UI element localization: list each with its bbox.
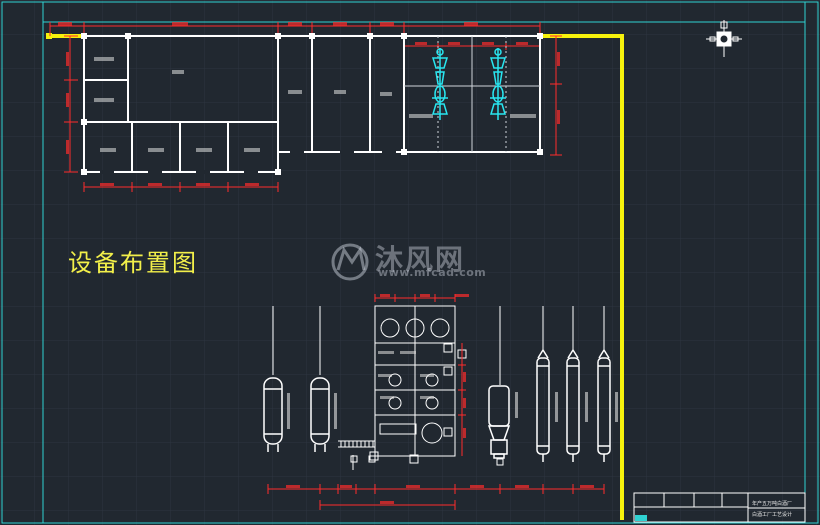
- wall-columns: [81, 33, 543, 175]
- storage-tank-2: [310, 377, 330, 452]
- watermark-text: 沐风网: [375, 243, 466, 276]
- central-frame-labels: [378, 351, 434, 399]
- process-tank: [487, 385, 511, 459]
- elevation-top-dimension: [374, 294, 469, 302]
- north-compass-icon: [706, 20, 742, 57]
- equipment-bay-grid: [404, 36, 540, 152]
- title-block-subject: 白酒工厂工艺设计: [752, 512, 793, 518]
- watermark-logo-icon: [331, 243, 369, 281]
- elevation-pipes: [272, 306, 605, 385]
- column-tank-labels: [555, 392, 618, 422]
- boundary-corner-marker: [46, 33, 52, 39]
- elevation-bottom-dimension: [267, 484, 605, 510]
- column-tank-2: [566, 348, 580, 462]
- distillation-column-right: [489, 48, 507, 120]
- top-dimension-chain: [49, 22, 541, 36]
- conveyor-grating: [338, 440, 375, 470]
- elevation-baseline-markers: [350, 455, 504, 466]
- watermark-url: www.mfcad.com: [378, 266, 487, 279]
- elevation-right-dimension: [458, 343, 466, 456]
- right-dimension-chain: [550, 35, 562, 156]
- column-tank-1: [536, 348, 550, 462]
- room-labels: [94, 57, 536, 152]
- distillation-column-left: [431, 48, 449, 120]
- storage-tank-1: [263, 377, 283, 452]
- tank-side-labels: [287, 393, 337, 429]
- title-block-project: 年产五万吨白酒厂: [752, 501, 793, 507]
- column-tank-3: [597, 348, 611, 462]
- door-gaps: [100, 150, 396, 174]
- left-dimension-chain: [64, 35, 78, 173]
- room-bottom-dimension-chain: [83, 182, 279, 192]
- central-equipment-frame: [369, 305, 467, 464]
- drawing-title: 设备布置图: [68, 249, 198, 277]
- title-block: [633, 492, 806, 523]
- process-tank-label: [515, 392, 518, 418]
